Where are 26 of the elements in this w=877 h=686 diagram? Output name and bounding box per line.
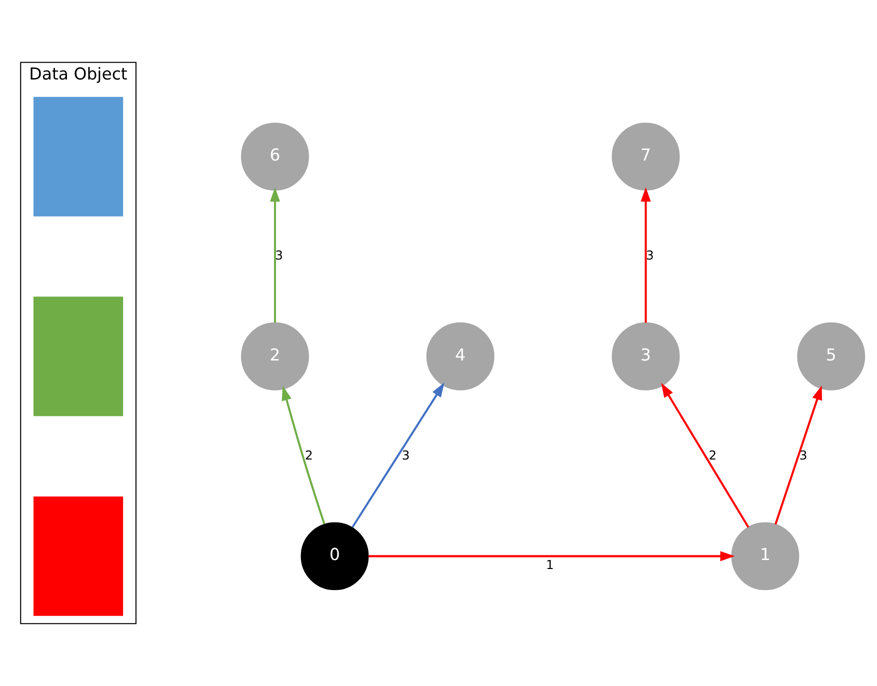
arrow — [774, 385, 822, 525]
node-box — [34, 296, 124, 416]
node-circle: 5 — [797, 322, 866, 390]
edge-label: 2 — [305, 448, 313, 462]
arrow — [640, 187, 651, 323]
arrow — [661, 382, 750, 528]
edge-label: 3 — [275, 248, 284, 263]
node-circle: 0 — [300, 522, 369, 590]
node-circle: 7 — [612, 122, 680, 191]
edge-label: 3 — [799, 448, 808, 462]
node-circle: 6 — [241, 122, 309, 191]
node-box — [34, 496, 124, 616]
node-circle: 2 — [241, 322, 309, 390]
edge-label: 3 — [402, 448, 410, 462]
edge-label: 2 — [708, 448, 717, 462]
node-box — [34, 96, 124, 216]
node-circle: 4 — [426, 322, 494, 390]
arrow — [270, 187, 280, 323]
arrow — [368, 551, 735, 562]
cluster: Data Object — [20, 62, 136, 624]
node-circle: 3 — [612, 322, 680, 390]
edge-label: 3 — [646, 248, 654, 263]
arrow — [352, 382, 444, 528]
node-circle: 1 — [731, 522, 800, 590]
edge-label: 1 — [546, 558, 554, 572]
arrow — [282, 386, 326, 524]
